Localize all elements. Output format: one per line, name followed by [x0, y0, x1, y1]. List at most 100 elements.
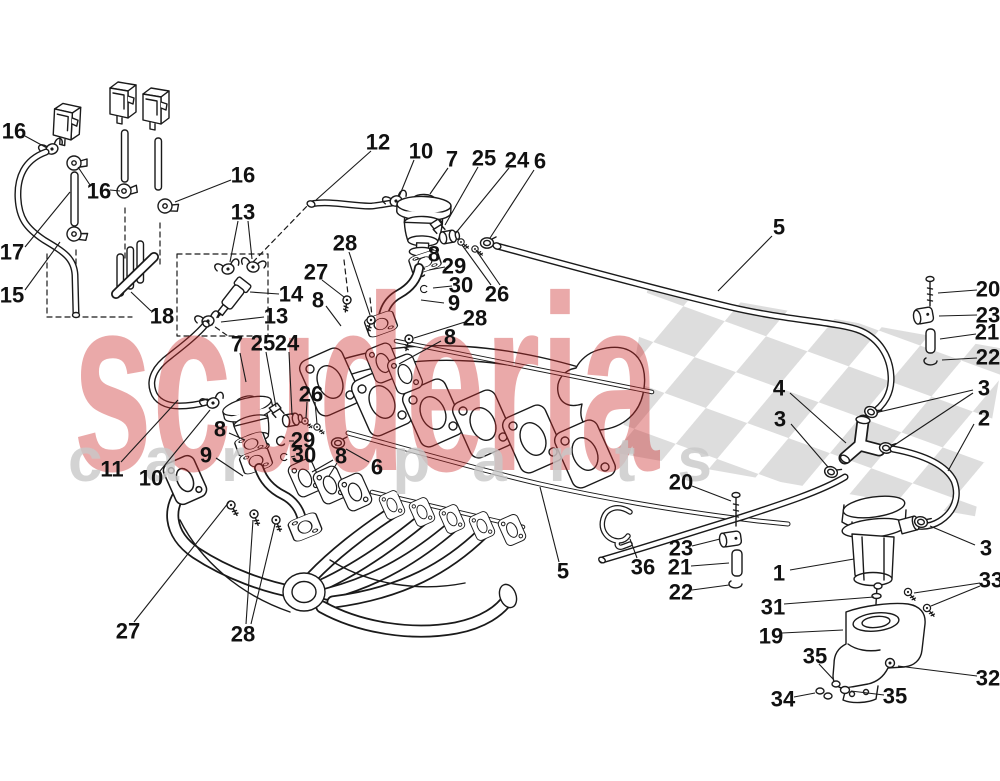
part-number-label-10: 10: [139, 466, 163, 491]
leader-line: [691, 538, 721, 547]
stud-31: [871, 582, 883, 605]
part-number-label-21: 21: [975, 320, 999, 345]
part-number-label-3: 3: [774, 407, 786, 432]
part-number-label-16: 16: [2, 119, 26, 144]
part-number-label-2: 2: [978, 406, 990, 431]
leader-line: [174, 179, 232, 203]
part-number-label-17: 17: [0, 240, 24, 265]
leader-line: [691, 485, 732, 502]
part-number-label-6: 6: [371, 455, 383, 480]
bolt-20: [926, 280, 934, 307]
leader-line: [475, 249, 501, 286]
part-number-label-35: 35: [883, 684, 907, 709]
solenoid-tube: [154, 137, 163, 191]
leader-line: [249, 291, 280, 295]
leader-line: [348, 251, 371, 316]
bolt-20: [732, 496, 740, 527]
leader-line: [790, 423, 829, 468]
part-number-label-10: 10: [409, 139, 433, 164]
part-number-label-23: 23: [976, 303, 1000, 328]
clamp-23: [718, 530, 743, 548]
washer-35: [831, 680, 841, 688]
leader-line: [215, 457, 244, 477]
part-number-label-27: 27: [304, 260, 328, 285]
part-number-label-4: 4: [773, 376, 786, 401]
part-number-label-12: 12: [366, 130, 390, 155]
leader-line: [220, 316, 265, 323]
leader-line: [793, 692, 816, 698]
line-art: [18, 81, 956, 704]
part-number-label-29: 29: [442, 254, 466, 279]
leader-line: [290, 455, 296, 458]
leader-line: [941, 357, 978, 361]
leader-line: [913, 582, 981, 594]
part-number-label-13: 13: [264, 304, 288, 329]
leader-line: [929, 525, 976, 546]
leader-line: [398, 159, 415, 198]
exhaust-manifold-lower: [160, 452, 528, 631]
part-number-label-5: 5: [773, 215, 785, 240]
solenoid-valve: [109, 81, 137, 125]
part-number-label-8: 8: [428, 242, 440, 267]
tube-17: [70, 171, 79, 227]
leader-line: [489, 169, 535, 239]
part-number-label-16: 16: [231, 163, 255, 188]
leader-line: [878, 389, 974, 413]
leader-line: [120, 399, 179, 463]
part-number-label-25: 25: [251, 331, 275, 356]
leader-line: [321, 279, 345, 298]
banjo-fitting-16: [66, 155, 88, 171]
washer-34: [815, 687, 825, 695]
leader-line: [24, 191, 71, 248]
part-number-label-7: 7: [231, 332, 243, 357]
leader-line: [717, 235, 773, 292]
solenoid-tube: [120, 129, 129, 183]
bolt-33: [902, 586, 919, 604]
leader-line: [789, 392, 847, 444]
part-number-label-26: 26: [299, 382, 323, 407]
part-number-label-7: 7: [446, 147, 458, 172]
hose-15: [18, 152, 81, 319]
part-number-label-24: 24: [275, 331, 300, 356]
leader-line: [690, 562, 730, 567]
part-number-label-8: 8: [214, 417, 226, 442]
part-number-label-20: 20: [976, 277, 1000, 302]
part-number-label-30: 30: [292, 443, 316, 468]
part-number-label-34: 34: [771, 687, 796, 712]
part-number-label-3: 3: [980, 536, 992, 561]
mounting-bracket-19: [815, 602, 926, 704]
leader-line: [24, 241, 61, 291]
leader-line: [229, 220, 239, 263]
leader-line: [938, 314, 978, 317]
part-number-label-8: 8: [335, 444, 347, 469]
part-number-label-28: 28: [463, 306, 487, 331]
banjo-fitting: [64, 224, 90, 245]
leader-line: [429, 167, 449, 195]
leader-line: [345, 448, 370, 463]
part-number-label-3: 3: [978, 376, 990, 401]
part-number-label-27: 27: [116, 619, 140, 644]
spacer-21: [731, 549, 743, 577]
part-number-label-26: 26: [485, 282, 509, 307]
part-number-label-20: 20: [669, 470, 693, 495]
part-number-label-32: 32: [976, 666, 1000, 691]
leader-line: [314, 401, 318, 425]
leader-line: [288, 351, 293, 416]
leader-line: [311, 459, 334, 473]
ring-22: [923, 357, 938, 366]
part-number-label-28: 28: [231, 622, 255, 647]
part-number-label-25: 25: [472, 146, 496, 171]
leader-line: [398, 340, 442, 365]
part-number-label-31: 31: [761, 595, 785, 620]
leader-line: [947, 423, 975, 472]
leader-line: [629, 538, 638, 559]
part-number-label-22: 22: [669, 580, 693, 605]
leader-line: [328, 462, 338, 477]
leader-line: [789, 558, 855, 571]
leader-line: [414, 256, 426, 261]
leader-line: [420, 299, 445, 304]
solenoid-valve: [142, 87, 170, 131]
leader-line: [897, 665, 978, 677]
clamp-23: [912, 306, 935, 325]
